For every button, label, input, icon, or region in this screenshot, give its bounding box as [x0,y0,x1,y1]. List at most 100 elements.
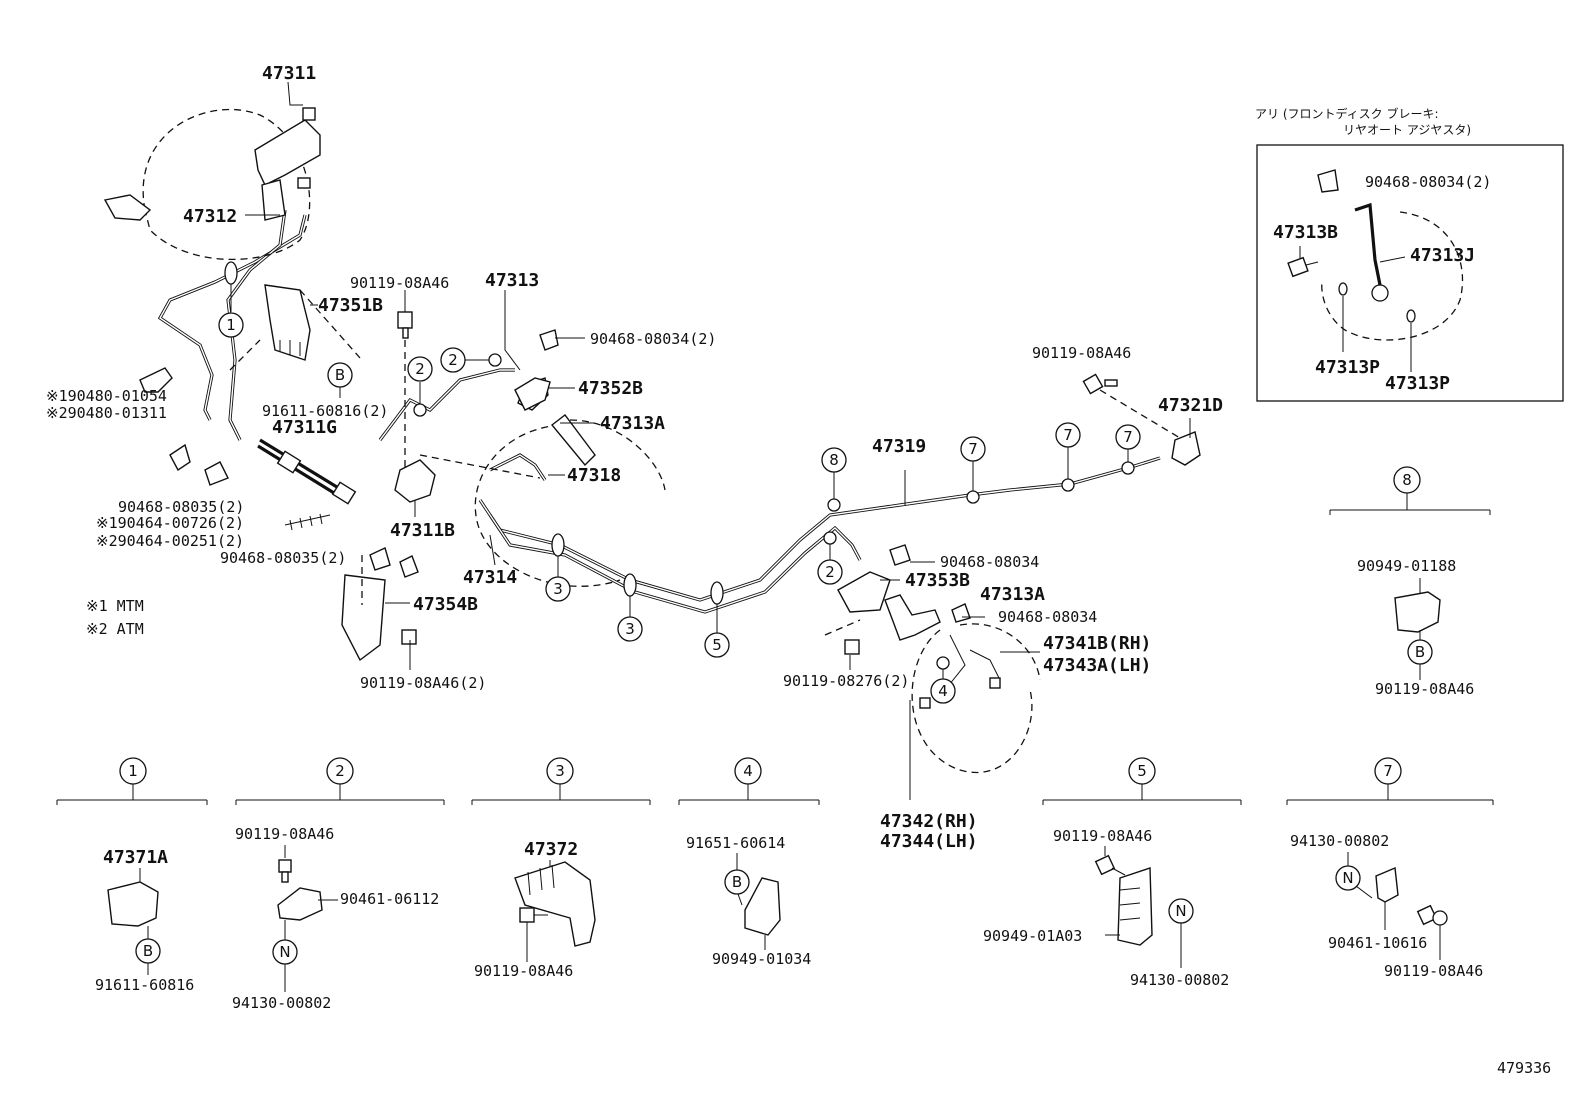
detail-8: 8 90949-01188 B 90119-08A46 [1329,466,1491,698]
svg-text:7: 7 [1123,428,1133,446]
label-90119-08276-2: 90119-08276(2) [783,672,909,690]
callout-4: 4 [930,669,956,704]
inset-disc-brake: アリ (フロントディスク ブレーキ: リヤオート アジヤスタ) 90468-08… [1255,106,1564,402]
label-47351B: 47351B [318,295,383,316]
svg-text:7: 7 [1383,762,1393,780]
label-47313: 47313 [485,270,539,291]
label-47352B: 47352B [578,378,643,399]
label-47343A: 47343A(LH) [1043,655,1151,676]
svg-text:3: 3 [625,620,635,638]
leader-lines [229,289,1181,636]
label-d1-47371A: 47371A [103,847,168,868]
label-47341B: 47341B(RH) [1043,633,1151,654]
svg-text:2: 2 [335,762,345,780]
callout-2b: 2 [440,347,489,373]
label-90468-08035-2-b: 90468-08035(2) [220,549,346,567]
svg-text:1: 1 [226,316,236,334]
svg-text:2: 2 [825,563,835,581]
label-47311G: 47311G [272,417,337,438]
callout-circles: 1 2 2 3 3 5 8 7 7 7 2 4 B [218,284,1141,704]
label-90468-08035-2-a: 90468-08035(2) [118,498,244,516]
detail-1: 1 47371A B 91611-60816 [56,757,208,994]
svg-text:2: 2 [415,360,425,378]
inset-title-line2: リヤオート アジヤスタ) [1343,123,1471,137]
svg-text:1: 1 [128,762,138,780]
detail-7: 7 94130-00802 N 90461-10616 90119-08A46 [1286,757,1494,980]
label-47312: 47312 [183,206,237,227]
main-part-labels: 47311 47312 47351B 90119-08A46 47313 904… [46,63,1223,852]
label-leaders [245,81,1191,800]
svg-text:2: 2 [448,351,458,369]
label-90468-08034-a: 90468-08034 [940,553,1039,571]
label-d7-90461-10616: 90461-10616 [1328,934,1427,952]
label-d7-94130-00802: 94130-00802 [1290,832,1389,850]
label-47344: 47344(LH) [880,831,978,852]
label-47313P-a: 47313P [1315,357,1380,378]
label-90464-00251: ※290464-00251(2) [96,532,244,550]
brake-booster-outline [103,107,321,261]
svg-text:B: B [1415,643,1425,661]
svg-text:B: B [143,942,153,960]
label-47314: 47314 [463,567,517,588]
label-d2-94130-00802: 94130-00802 [232,994,331,1012]
label-47313B: 47313B [1273,222,1338,243]
svg-text:B: B [732,873,742,891]
callout-B-main: B [327,362,353,398]
svg-text:5: 5 [1137,762,1147,780]
label-d8-90949-01188: 90949-01188 [1357,557,1456,575]
label-d4-90949-01034: 90949-01034 [712,950,811,968]
label-90119-08A46-a: 90119-08A46 [350,274,449,292]
svg-text:4: 4 [743,762,753,780]
label-47311: 47311 [262,63,316,84]
label-47354B: 47354B [413,594,478,615]
label-47313A-b: 47313A [980,584,1045,605]
label-47319: 47319 [872,436,926,457]
label-90480-01311: ※290480-01311 [46,404,167,422]
inset-title-line1: アリ (フロントディスク ブレーキ: [1255,106,1439,121]
label-d2-90119-08A46: 90119-08A46 [235,825,334,843]
label-90468-08034-b: 90468-08034 [998,608,1097,626]
note-mtm: ※1 MTM [86,597,144,615]
label-47313P-b: 47313P [1385,373,1450,394]
callout-2c: 2 [817,544,843,585]
svg-text:N: N [1342,869,1353,887]
label-90464-00726: ※190464-00726(2) [96,514,244,532]
callout-2a: 2 [407,356,433,404]
label-d5-90949-01A03: 90949-01A03 [983,927,1082,945]
label-d1-91611-60816: 91611-60816 [95,976,194,994]
callout-1: 1 [218,284,244,338]
callout-5: 5 [704,604,730,658]
label-91611-60816-2: 91611-60816(2) [262,402,388,420]
label-90119-08A46-2: 90119-08A46(2) [360,674,486,692]
detail-2: 2 90119-08A46 90461-06112 N 94130-00802 [232,757,445,1012]
label-47321D: 47321D [1158,395,1223,416]
label-d4-91651-60614: 91651-60614 [686,834,785,852]
figure-number: 479336 [1497,1059,1551,1077]
label-47342: 47342(RH) [880,811,978,832]
callout-8: 8 [821,447,847,499]
svg-text:N: N [279,943,290,961]
label-47313J: 47313J [1410,245,1475,266]
callout-7c: 7 [1115,424,1141,462]
label-d7-90119-08A46: 90119-08A46 [1384,962,1483,980]
detail-3: 3 47372 90119-08A46 [471,757,651,980]
label-d8-90119-08A46: 90119-08A46 [1375,680,1474,698]
label-90468-08034-2-b: 90468-08034(2) [1365,173,1491,191]
svg-text:N: N [1175,902,1186,920]
detail-5: 5 90119-08A46 90949-01A03 N 94130-00802 [983,757,1242,989]
svg-text:8: 8 [829,451,839,469]
label-90119-08A46-b: 90119-08A46 [1032,344,1131,362]
label-90468-08034-2-a: 90468-08034(2) [590,330,716,348]
label-d3-90119-08A46: 90119-08A46 [474,962,573,980]
svg-text:3: 3 [555,762,565,780]
svg-text:7: 7 [1063,426,1073,444]
brake-line-pipe [157,209,1161,614]
label-d3-47372: 47372 [524,839,578,860]
svg-text:3: 3 [553,580,563,598]
callout-7a: 7 [960,436,986,491]
label-47318: 47318 [567,465,621,486]
callout-3a: 3 [545,556,571,602]
label-47353B: 47353B [905,570,970,591]
callout-3b: 3 [617,596,643,642]
